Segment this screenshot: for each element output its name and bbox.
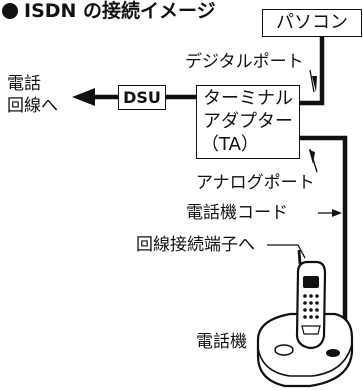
dsu-box: DSU	[118, 85, 166, 110]
phone-label: 電話機	[196, 332, 247, 352]
jack-label: 回線接続端子へ	[136, 235, 255, 255]
phone-line-label-2: 回線へ	[7, 96, 58, 116]
ta-label-line2: アダプター	[203, 111, 293, 132]
ta-label-line1: ターミナル	[203, 88, 293, 109]
digital-port-pointer	[309, 69, 315, 93]
title-text: ISDN の接続イメージ	[24, 0, 216, 22]
terminal-adapter-box: ターミナル アダプター （TA）	[196, 85, 300, 159]
phone-icon	[256, 249, 354, 388]
bullet-icon	[2, 3, 18, 19]
phone-cord-label: 電話機コード	[186, 203, 288, 223]
diagram-title: ISDN の接続イメージ	[0, 0, 216, 22]
pc-box: パソコン	[262, 9, 362, 37]
dsu-to-line-arrowhead	[72, 88, 95, 106]
pc-label: パソコン	[276, 12, 348, 33]
dsu-label: DSU	[123, 88, 161, 107]
ta-label-line3: （TA）	[201, 134, 259, 155]
phone-line-label-1: 電話	[7, 74, 41, 94]
jack-pointer	[267, 244, 306, 259]
analog-port-label: アナログポート	[196, 173, 315, 193]
ta-to-pc-cable	[300, 36, 325, 106]
digital-port-label: デジタルポート	[185, 52, 304, 72]
